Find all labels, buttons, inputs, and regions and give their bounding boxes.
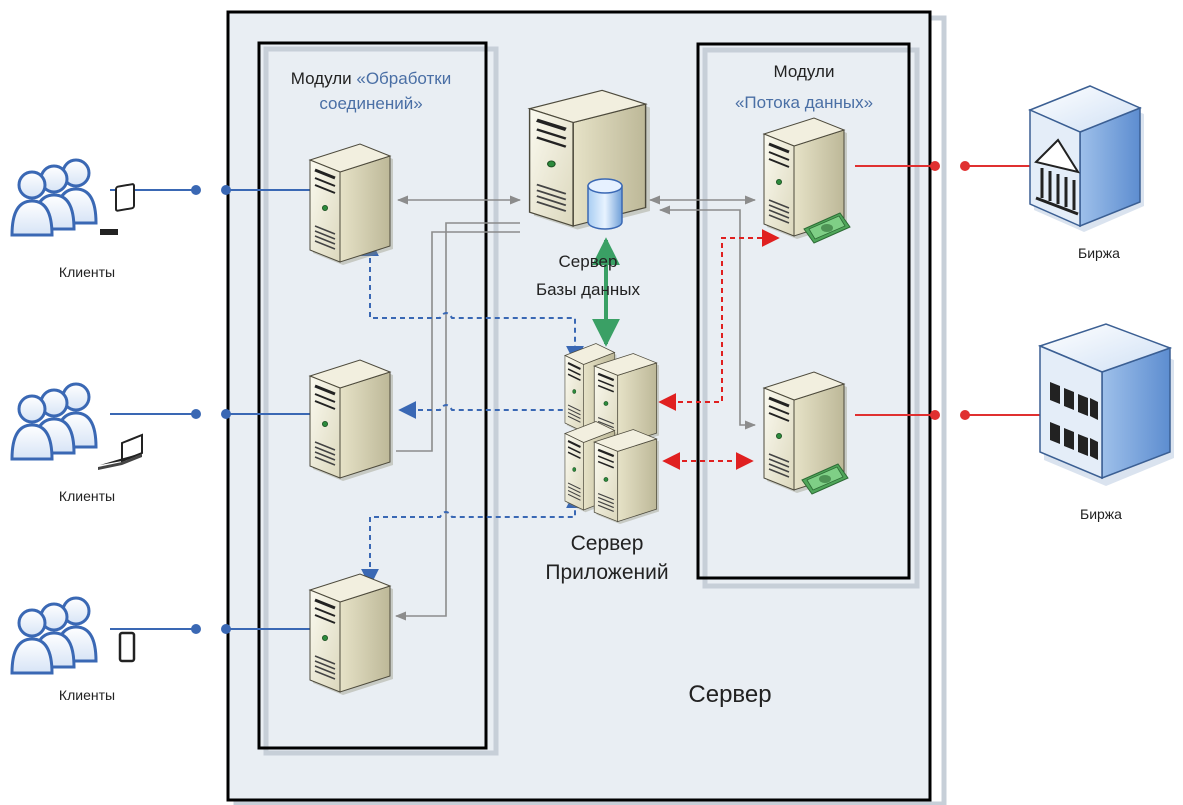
users-icon	[10, 158, 98, 237]
server-label: Сервер	[688, 681, 771, 708]
db-server-label-line2: Базы данных	[536, 280, 641, 299]
connection-modules-box	[257, 41, 499, 756]
laptop-icon	[98, 433, 143, 470]
client-group-1	[10, 158, 135, 237]
connection-modules-title: Модули «Обработки	[291, 69, 452, 88]
data-flow-modules-title: Модули	[774, 62, 835, 81]
client-label: Клиенты	[59, 687, 115, 703]
control-links	[361, 238, 584, 587]
connection-server-icon	[308, 142, 395, 267]
connection-server-icon	[308, 358, 395, 483]
users-icon	[10, 596, 98, 675]
client-group-2	[10, 382, 143, 470]
app-server-label: Сервер	[571, 532, 644, 555]
data-flow-modules-title-line2: «Потока данных»	[735, 93, 873, 112]
office-building-icon	[1037, 323, 1174, 486]
bank-building-icon	[1028, 85, 1144, 232]
database-cylinder-icon	[587, 178, 623, 230]
app-server-label-line2: Приложений	[545, 561, 668, 584]
exchange-links	[855, 165, 1040, 416]
users-icon	[10, 382, 98, 461]
desktop-computer-icon	[100, 183, 135, 235]
exchange-label: Биржа	[1078, 245, 1120, 261]
db-server-label: Сервер	[559, 252, 618, 271]
client-label: Клиенты	[59, 488, 115, 504]
app-server-cluster-icon	[563, 342, 661, 526]
data-flow-links	[658, 229, 780, 470]
client-link-dots	[191, 185, 231, 634]
exchange-label: Биржа	[1080, 506, 1122, 522]
connection-server-icon	[308, 572, 395, 697]
connection-modules-title-line2: соединений»	[319, 94, 422, 113]
client-group-3	[10, 596, 136, 675]
exchange-link-dots	[930, 161, 970, 420]
smartphone-icon	[118, 631, 136, 663]
client-label: Клиенты	[59, 264, 115, 280]
